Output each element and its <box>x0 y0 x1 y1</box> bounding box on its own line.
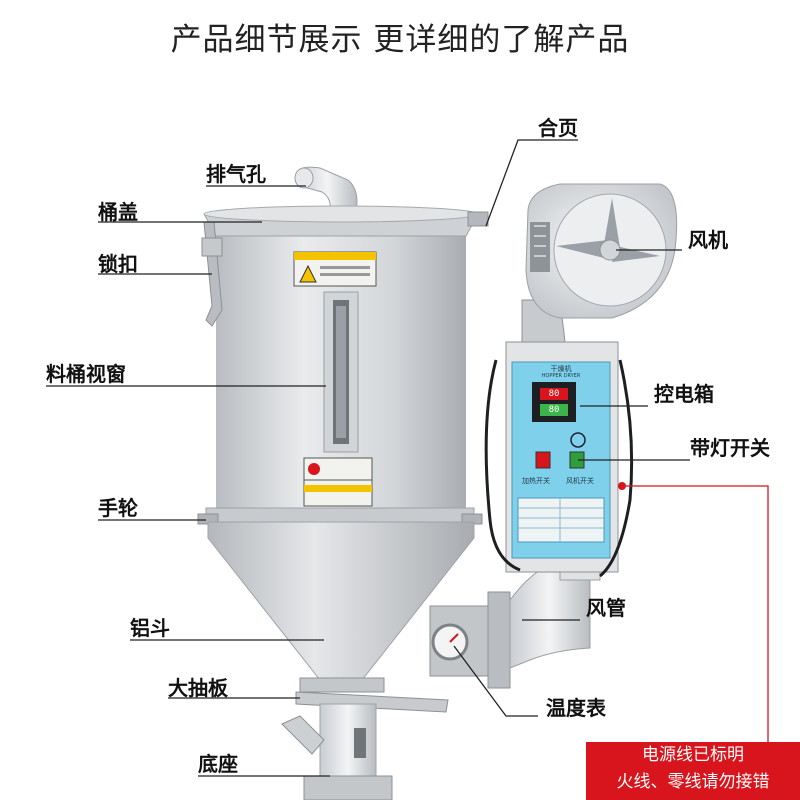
label-slide-plate: 大抽板 <box>168 676 228 700</box>
label-hinge: 合页 <box>538 116 578 140</box>
page-title: 产品细节展示 更详细的了解产品 <box>170 22 630 58</box>
label-exhaust: 排气孔 <box>206 162 266 186</box>
power-cord-callout <box>626 485 769 744</box>
power-cord-note-line2: 火线、零线请勿接错 <box>616 772 770 792</box>
hopper-cone <box>207 521 475 800</box>
blower <box>521 183 678 351</box>
fan-switch-label: 风机开关 <box>566 477 594 485</box>
callout-lines <box>46 139 690 777</box>
label-handwheel: 手轮 <box>98 496 138 520</box>
label-hopper: 铝斗 <box>130 616 170 640</box>
label-light-switch: 带灯开关 <box>690 436 770 460</box>
heat-switch-label: 加热开关 <box>522 477 550 485</box>
label-window: 料桶视窗 <box>46 362 126 386</box>
air-duct <box>429 539 601 689</box>
label-lid: 桶盖 <box>98 200 138 224</box>
panel-title: 干燥机 <box>550 365 572 373</box>
barrel <box>197 205 489 525</box>
control-box <box>484 341 634 578</box>
label-base: 底座 <box>198 752 238 776</box>
label-control-box: 控电箱 <box>654 382 714 406</box>
panel-subtitle: HOPPER DRYER <box>541 373 581 379</box>
power-cord-note-line1: 电源线已标明 <box>642 745 744 765</box>
label-thermometer: 温度表 <box>546 696 606 720</box>
label-lock: 锁扣 <box>98 252 138 276</box>
power-cord-note: 电源线已标明 火线、零线请勿接错 <box>586 742 800 800</box>
label-blower: 风机 <box>688 228 728 252</box>
label-air-duct: 风管 <box>586 596 626 620</box>
exhaust-pipe <box>294 166 358 213</box>
temperature-display-bottom: 80 <box>548 405 560 415</box>
temperature-display-top: 80 <box>548 389 560 399</box>
